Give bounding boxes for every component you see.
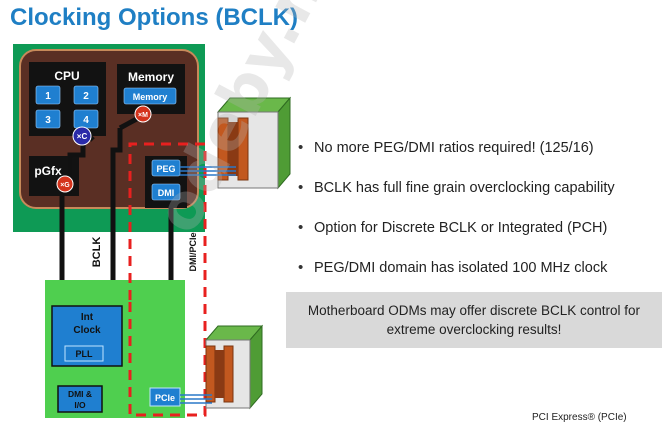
int-clock-label-line2: Clock [73,325,101,336]
dmi-pcie-wire-label: DMI/PCIe [188,232,198,271]
pll-box [64,345,104,362]
pcie-link-lines [180,394,212,404]
core-ratio-badge-label: ×C [77,132,88,141]
memory-controller-box [123,87,177,105]
core-1-label: 1 [45,91,51,102]
bullet-list: No more PEG/DMI ratios required! (125/16… [298,130,668,290]
memory-ratio-badge-label: ×M [138,112,148,119]
lower-slot-card [204,324,264,410]
pgfx-label: pGfx [34,164,62,178]
page-title: Clocking Options (BCLK) [10,4,298,31]
pll-label: PLL [76,349,94,359]
bullet-item: No more PEG/DMI ratios required! (125/16… [298,130,668,170]
gfx-ratio-badge [56,175,74,193]
gfx-ratio-badge-label: ×G [60,182,70,189]
memory-controller-label: Memory [133,92,168,102]
core-1-box [35,85,61,105]
dmi-io-label-line1: DMI & [68,389,92,399]
core-2-box [73,85,99,105]
core-3-box [35,109,61,129]
peg-label: PEG [156,164,175,174]
pcie-box [149,387,181,407]
cpu-label: CPU [54,69,79,83]
upper-slot-card [216,96,292,190]
dmi-label: DMI [158,188,175,198]
peg-box [151,159,181,177]
peg-link-lines [180,166,236,176]
isolated-domain-outline [128,142,207,417]
core-4-label: 4 [83,115,89,126]
callout-note: Motherboard ODMs may offer discrete BCLK… [286,292,662,348]
dmi-io-label-line2: I/O [74,400,86,410]
core-2-label: 2 [83,91,89,102]
core-ratio-badge [72,126,92,146]
dmi-box [151,183,181,201]
dmi-io-block [57,385,103,413]
pcie-label: PCIe [155,393,175,403]
bullet-item: BCLK has full fine grain overclocking ca… [298,170,668,210]
memory-ratio-badge [134,105,152,123]
bullet-item: Option for Discrete BCLK or Integrated (… [298,210,668,250]
bullet-item: PEG/DMI domain has isolated 100 MHz cloc… [298,250,668,290]
memory-label: Memory [128,70,174,84]
footnote: PCI Express® (PCIe) [532,412,627,423]
core-3-label: 3 [45,115,51,126]
int-clock-label-line1: Int [81,312,94,323]
bclk-wire-label: BCLK [91,237,103,268]
